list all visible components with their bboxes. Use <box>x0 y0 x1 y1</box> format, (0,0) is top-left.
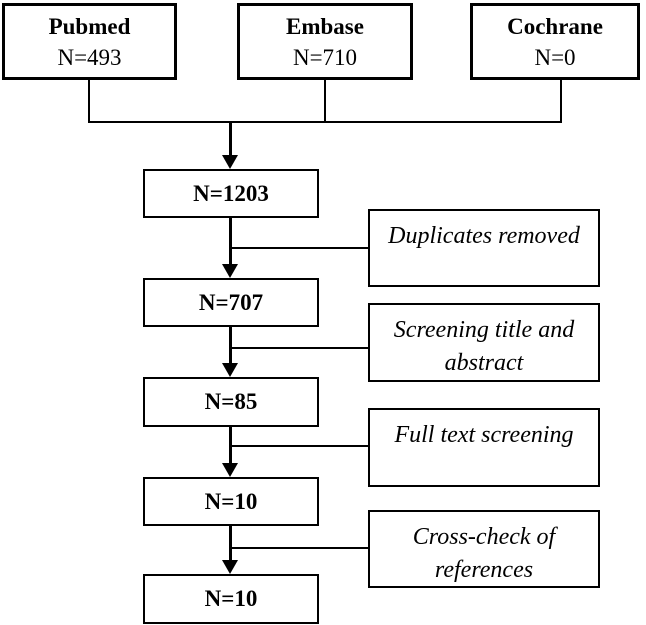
stage-box-after-title-abstract: N=85 <box>143 377 319 427</box>
source-box-cochrane: Cochrane N=0 <box>470 3 640 80</box>
stage-label: N=707 <box>198 289 264 315</box>
source-box-pubmed: Pubmed N=493 <box>2 3 177 80</box>
connector-line <box>88 80 90 123</box>
step-label: Cross-check of references <box>412 524 556 583</box>
stage-label: N=85 <box>204 389 258 414</box>
branch-line <box>231 547 368 549</box>
source-name: Pubmed <box>48 13 131 39</box>
source-name: Embase <box>286 13 364 39</box>
step-box-fulltext-screening: Full text screening <box>368 408 600 487</box>
arrow-down-icon <box>222 155 238 169</box>
arrow-shaft <box>229 427 232 464</box>
arrow-shaft <box>229 122 232 156</box>
arrow-shaft <box>229 327 232 364</box>
branch-line <box>231 445 368 447</box>
branch-line <box>231 347 368 349</box>
stage-box-identified: N=1203 <box>143 169 319 218</box>
arrow-down-icon <box>222 463 238 477</box>
source-count: N=0 <box>534 44 576 70</box>
arrow-shaft <box>229 218 232 265</box>
stage-label: N=10 <box>204 488 258 514</box>
source-box-embase: Embase N=710 <box>237 3 413 80</box>
source-count: N=710 <box>292 44 358 70</box>
step-label: Duplicates removed <box>388 223 580 249</box>
step-box-title-abstract-screening: Screening title and abstract <box>368 303 600 382</box>
stage-box-final-included: N=10 <box>143 574 319 624</box>
connector-line <box>324 80 326 123</box>
arrow-shaft <box>229 526 232 561</box>
stage-box-after-fulltext: N=10 <box>143 477 319 526</box>
step-label: Full text screening <box>394 422 574 448</box>
source-name: Cochrane <box>507 13 603 39</box>
step-label: Screening title and abstract <box>393 317 575 376</box>
step-box-crosscheck-references: Cross-check of references <box>368 510 600 588</box>
stage-box-after-duplicates: N=707 <box>143 278 319 327</box>
arrow-down-icon <box>222 264 238 278</box>
stage-label: N=10 <box>204 586 258 611</box>
source-count: N=493 <box>57 44 122 70</box>
collector-line <box>88 121 562 123</box>
branch-line <box>231 247 368 249</box>
stage-label: N=1203 <box>193 180 269 206</box>
connector-line <box>560 80 562 123</box>
step-box-duplicates-removed: Duplicates removed <box>368 209 600 287</box>
arrow-down-icon <box>222 363 238 377</box>
arrow-down-icon <box>222 560 238 574</box>
